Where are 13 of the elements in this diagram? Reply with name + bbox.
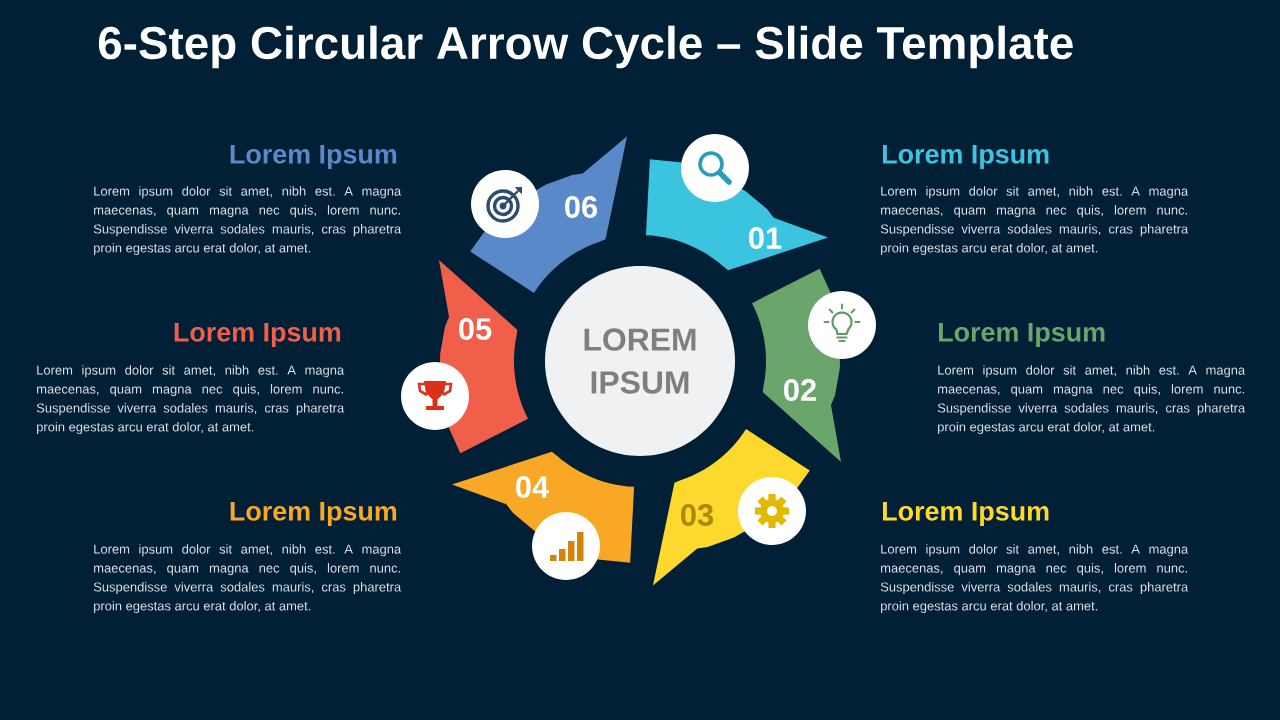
- description-text: Lorem ipsum dolor sit amet, nibh est. A magna maecenas, quam magna nec quis, lorem nunc. Suspendisse viverra sodales mauris, cras pharetra proin egestas arcu erat dolor, at amet.: [937, 365, 1246, 435]
- heading: Lorem Ipsum: [883, 144, 1049, 170]
- heading: Lorem Ipsum: [230, 144, 397, 170]
- title: 6-Step Circular Arrow Cycle – Slide Template: [98, 25, 1073, 69]
- description-text: Lorem ipsum dolor sit amet, nibh est. A magna maecenas, quam magna nec quis, lorem nunc. Suspendisse viverra sodales mauris, cras pharetra proin egestas arcu erat dolor, at amet.: [880, 186, 1189, 256]
- description-text: Lorem ipsum dolor sit amet, nibh est. A magna maecenas, quam magna nec quis, lorem nunc. Suspendisse viverra sodales mauris, cras pharetra proin egestas arcu erat dolor, at amet.: [93, 544, 402, 614]
- heading: Lorem Ipsum: [883, 501, 1049, 527]
- heading: Lorem Ipsum: [939, 322, 1105, 348]
- heading: Lorem Ipsum: [230, 501, 397, 527]
- description-text: Lorem ipsum dolor sit amet, nibh est. A magna maecenas, quam magna nec quis, lorem nunc. Suspendisse viverra sodales mauris, cras pharetra proin egestas arcu erat dolor, at amet.: [880, 544, 1189, 614]
- description-text: Lorem ipsum dolor sit amet, nibh est. A magna maecenas, quam magna nec quis, lorem nunc. Suspendisse viverra sodales mauris, cras pharetra proin egestas arcu erat dolor, at amet.: [93, 186, 402, 256]
- description-text: Lorem ipsum dolor sit amet, nibh est. A magna maecenas, quam magna nec quis, lorem nunc. Suspendisse viverra sodales mauris, cras pharetra proin egestas arcu erat dolor, at amet.: [36, 365, 345, 435]
- heading: Lorem Ipsum: [174, 322, 341, 348]
